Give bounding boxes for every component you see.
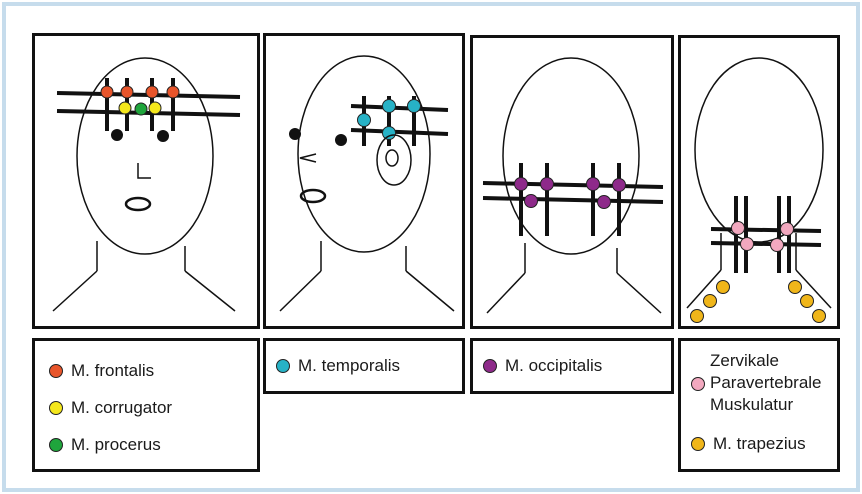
legend-label-occipitalis: M. occipitalis xyxy=(505,356,602,376)
panel-back-view xyxy=(470,35,674,329)
trapezius-dot xyxy=(704,295,717,308)
frontalis-dot xyxy=(146,86,158,98)
occipitalis-dot xyxy=(587,178,600,191)
occipitalis-dot xyxy=(525,195,538,208)
procerus-swatch xyxy=(49,438,63,452)
temporalis-dot xyxy=(358,114,371,127)
legend-paravertebral-line2: Paravertebrale xyxy=(710,372,822,394)
paravertebral-dot xyxy=(771,239,784,252)
legend-back: M. occipitalis xyxy=(470,338,674,394)
occipitalis-swatch xyxy=(483,359,497,373)
panel-lateral-view xyxy=(263,33,465,329)
occipitalis-dot xyxy=(598,196,611,209)
procerus-dot xyxy=(135,103,147,115)
panel-frontal-view xyxy=(32,33,260,329)
legend-item-trapezius: M. trapezius xyxy=(691,434,806,454)
legend-label-frontalis: M. frontalis xyxy=(71,361,154,381)
temporalis-dot xyxy=(383,100,396,113)
legend-item-frontalis: M. frontalis xyxy=(49,361,154,381)
frontalis-dot xyxy=(121,86,133,98)
temporalis-dot xyxy=(408,100,421,113)
trapezius-dot xyxy=(813,310,826,323)
corrugator-dot xyxy=(119,102,131,114)
legend-paravertebral-line3: Muskulatur xyxy=(710,394,793,416)
corrugator-swatch xyxy=(49,401,63,415)
occipitalis-dot xyxy=(613,179,626,192)
trapezius-swatch xyxy=(691,437,705,451)
legend-label-temporalis: M. temporalis xyxy=(298,356,400,376)
temporalis-dot xyxy=(383,127,396,140)
legend-item-temporalis: M. temporalis xyxy=(276,356,400,376)
legend-frontal: M. frontalis M. corrugator M. procerus xyxy=(32,338,260,472)
frontal-head-drawing xyxy=(35,36,257,326)
trapezius-dot xyxy=(789,281,802,294)
legend-item-corrugator: M. corrugator xyxy=(49,398,172,418)
frontalis-dot xyxy=(167,86,179,98)
paravertebral-swatch xyxy=(691,377,705,391)
paravertebral-dot xyxy=(781,223,794,236)
corrugator-dot xyxy=(149,102,161,114)
frontalis-swatch xyxy=(49,364,63,378)
frontalis-dot xyxy=(101,86,113,98)
paravertebral-dot xyxy=(732,222,745,235)
legend-item-procerus: M. procerus xyxy=(49,435,161,455)
panel-neck-view xyxy=(678,35,840,329)
trapezius-dot xyxy=(801,295,814,308)
occipitalis-dot xyxy=(541,178,554,191)
legend-neck: Zervikale Paravertebrale Muskulatur M. t… xyxy=(678,338,840,472)
back-head-drawing xyxy=(473,38,671,326)
legend-lateral: M. temporalis xyxy=(263,338,465,394)
trapezius-dot xyxy=(717,281,730,294)
legend-label-procerus: M. procerus xyxy=(71,435,161,455)
trapezius-dot xyxy=(691,310,704,323)
legend-label-corrugator: M. corrugator xyxy=(71,398,172,418)
legend-paravertebral-line1: Zervikale xyxy=(710,350,779,372)
paravertebral-dot xyxy=(741,238,754,251)
legend-item-occipitalis: M. occipitalis xyxy=(483,356,602,376)
neck-head-drawing xyxy=(681,38,837,326)
occipitalis-dot xyxy=(515,178,528,191)
lateral-head-drawing xyxy=(266,36,462,326)
legend-label-trapezius: M. trapezius xyxy=(713,434,806,454)
temporalis-swatch xyxy=(276,359,290,373)
